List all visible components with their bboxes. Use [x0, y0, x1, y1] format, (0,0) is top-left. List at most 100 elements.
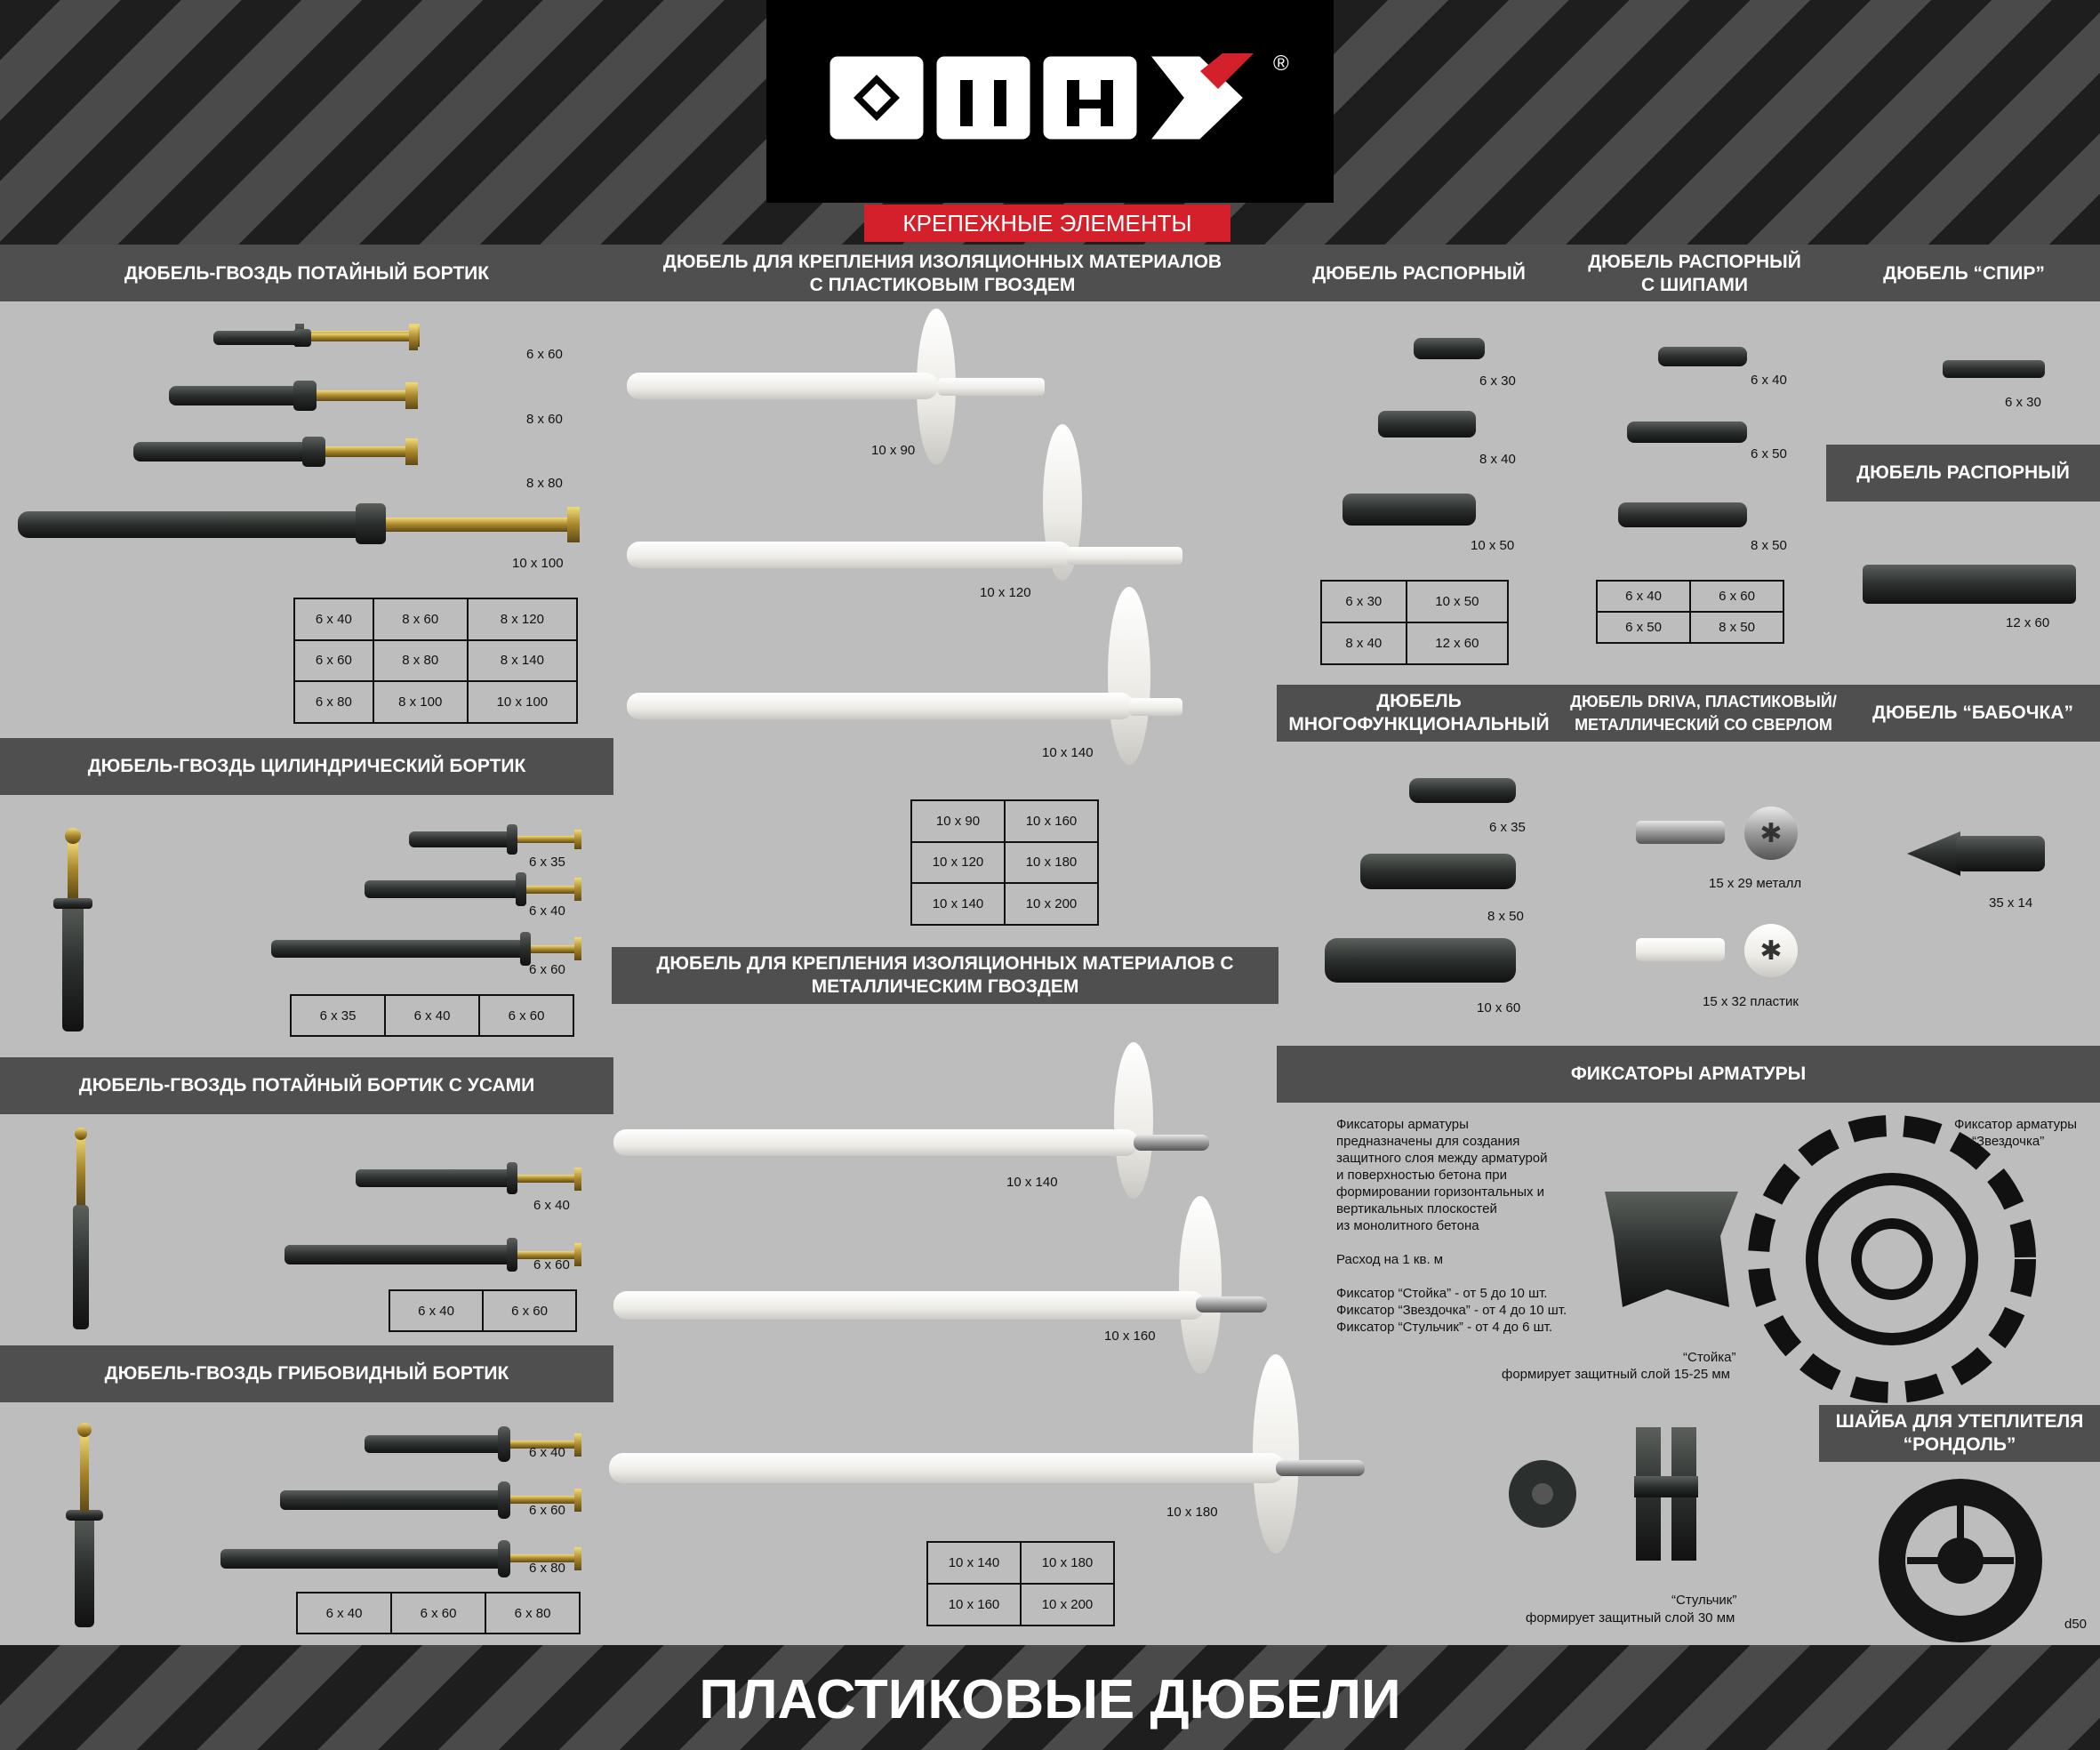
title-line-1: ДЮБЕЛЬ ДЛЯ КРЕПЛЕНИЯ ИЗОЛЯЦИОННЫХ МАТЕРИ… — [662, 252, 1222, 272]
table-cell: 6 x 40 — [296, 1592, 392, 1634]
svg-text:✱: ✱ — [1759, 936, 1782, 966]
table-cell: 6 x 60 — [482, 1289, 577, 1332]
registered-mark: ® — [1273, 52, 1289, 76]
section-title-whiskers: ДЮБЕЛЬ-ГВОЗДЬ ПОТАЙНЫЙ БОРТИК С УСАМИ — [0, 1057, 613, 1114]
label-insul-metal-2: 10 x 180 — [1166, 1505, 1218, 1520]
section-title-mushroom: ДЮБЕЛЬ-ГВОЗДЬ ГРИБОВИДНЫЙ БОРТИК — [0, 1345, 613, 1402]
label-insul-metal-0: 10 x 140 — [1006, 1175, 1058, 1190]
title-line-2: МЕТАЛЛИЧЕСКИЙ СО СВЕРЛОМ — [1575, 716, 1832, 734]
table-cell: 10 x 140 — [926, 1541, 1022, 1585]
table-cell: 10 x 160 — [1004, 799, 1099, 843]
table-cell: 6 x 40 — [389, 1289, 484, 1332]
table-cell: 6 x 30 — [1320, 580, 1407, 623]
table-cell: 10 x 180 — [1020, 1541, 1115, 1585]
table-cell: 10 x 120 — [910, 840, 1006, 885]
butterfly-dowel-image — [1907, 831, 2045, 876]
multi-dowel-images — [1325, 778, 1516, 983]
footer-title: ПЛАСТИКОВЫЕ ДЮБЕЛИ — [699, 1669, 1401, 1730]
label-insul-plastic-2: 10 x 140 — [1042, 745, 1094, 760]
dowel-whiskers-images — [73, 1128, 581, 1329]
label-spikes-1: 6 x 50 — [1751, 446, 1787, 462]
table-cell: 6 x 40 — [293, 598, 374, 641]
table-cell: 10 x 140 — [910, 882, 1006, 926]
rebar-chair-image — [1509, 1427, 1698, 1561]
table-cell: 8 x 60 — [372, 598, 469, 641]
label-driva-0: 15 x 29 металл — [1709, 876, 1802, 891]
section-title-butterfly: ДЮБЕЛЬ “БАБОЧКА” — [1846, 685, 2100, 742]
table-cell: 8 x 140 — [466, 638, 579, 683]
table-cell: 6 x 40 — [1596, 580, 1691, 613]
label-expansion-0: 6 x 30 — [1479, 373, 1516, 389]
label-spikes-2: 8 x 50 — [1751, 538, 1787, 553]
title-line-2: “РОНДОЛЬ” — [1903, 1434, 2016, 1455]
title-line-1: ДЮБЕЛЬ ДЛЯ КРЕПЛЕНИЯ ИЗОЛЯЦИОННЫХ МАТЕРИ… — [656, 953, 1234, 974]
text-line: и поверхностью бетона при — [1336, 1168, 1508, 1183]
table-cell: 10 x 100 — [466, 680, 579, 724]
table-cell: 10 x 160 — [926, 1583, 1022, 1626]
table-cell: 6 x 60 — [478, 994, 574, 1037]
label-cylindrical-2: 6 x 60 — [529, 962, 565, 977]
label-butterfly: 35 x 14 — [1989, 895, 2033, 911]
rebar-star-name-1: Фиксатор арматуры — [1954, 1117, 2078, 1132]
text-line: Фиксатор “Стульчик” - от 4 до 6 шт. — [1336, 1320, 1553, 1335]
spir-dowel-image — [1943, 360, 2045, 378]
table-cell: 10 x 180 — [1004, 840, 1099, 885]
footer-stripes — [0, 1645, 2100, 1750]
rebar-star-image — [1748, 1115, 2036, 1403]
rebar-stand-desc: формирует защитный слой 15-25 мм — [1502, 1367, 1730, 1382]
label-insul-plastic-1: 10 x 120 — [980, 585, 1031, 600]
expansion-dowel-large-image — [1863, 565, 2076, 604]
spiked-dowel-images — [1618, 347, 1747, 527]
label-whiskers-1: 6 x 60 — [533, 1257, 570, 1272]
table-cell: 10 x 200 — [1020, 1583, 1115, 1626]
dowel-countersunk-images — [18, 324, 580, 544]
table-cell: 6 x 50 — [1596, 611, 1691, 644]
rebar-chair-name: “Стульчик” — [1671, 1593, 1737, 1608]
text-line: из монолитного бетона — [1336, 1218, 1479, 1233]
section-title-spir: ДЮБЕЛЬ “СПИР” — [1883, 263, 2045, 284]
label-driva-1: 15 x 32 пластик — [1703, 994, 1799, 1009]
title-line-2: МНОГОФУНКЦИОНАЛЬНЫЙ — [1288, 714, 1550, 735]
rebar-description: Фиксаторы арматуры предназначены для соз… — [1336, 1116, 1594, 1336]
label-multi-0: 6 x 35 — [1489, 820, 1526, 835]
text-line: формировании горизонтальных и — [1336, 1184, 1545, 1200]
title-line-1: ШАЙБА ДЛЯ УТЕПЛИТЕЛЯ — [1835, 1411, 2084, 1432]
label-expansion-2: 10 x 50 — [1471, 538, 1515, 553]
table-cell: 12 x 60 — [1405, 622, 1510, 665]
table-cell: 6 x 35 — [290, 994, 386, 1037]
expansion-dowel-images — [1343, 338, 1485, 526]
text-line: защитного слоя между арматурой — [1336, 1151, 1548, 1166]
title-line-2: С ПЛАСТИКОВЫМ ГВОЗДЕМ — [809, 275, 1076, 295]
label-mushroom-2: 6 x 80 — [529, 1561, 565, 1576]
label-countersunk-3: 10 x 100 — [512, 556, 564, 571]
table-cell: 6 x 60 — [293, 638, 374, 683]
section-title-multi: ДЮБЕЛЬ МНОГОФУНКЦИОНАЛЬНЫЙ — [1277, 685, 1561, 742]
label-mushroom-1: 6 x 60 — [529, 1503, 565, 1518]
section-title-expansion-2: ДЮБЕЛЬ РАСПОРНЫЙ — [1826, 445, 2100, 502]
table-cell: 10 x 50 — [1405, 580, 1510, 623]
svg-text:✱: ✱ — [1759, 819, 1782, 848]
label-cylindrical-1: 6 x 40 — [529, 903, 565, 919]
insulation-dowel-metal-images — [609, 1042, 1365, 1553]
table-cell: 8 x 120 — [466, 598, 579, 641]
section-title-insul-plastic: ДЮБЕЛЬ ДЛЯ КРЕПЛЕНИЯ ИЗОЛЯЦИОННЫХ МАТЕРИ… — [613, 251, 1271, 297]
label-whiskers-0: 6 x 40 — [533, 1198, 570, 1213]
section-title-countersunk: ДЮБЕЛЬ-ГВОЗДЬ ПОТАЙНЫЙ БОРТИК — [124, 263, 490, 284]
dowel-mushroom-images — [66, 1423, 581, 1627]
table-cell: 10 x 90 — [910, 799, 1006, 843]
label-mushroom-0: 6 x 40 — [529, 1445, 565, 1460]
table-cell: 6 x 80 — [293, 680, 374, 724]
section-title-rebar: ФИКСАТОРЫ АРМАТУРЫ — [1277, 1046, 2100, 1103]
label-cylindrical-0: 6 x 35 — [529, 855, 565, 870]
text-line: Фиксаторы арматуры — [1336, 1117, 1469, 1132]
label-washer: d50 — [2064, 1617, 2088, 1632]
label-insul-metal-1: 10 x 160 — [1104, 1329, 1156, 1344]
table-cell: 6 x 60 — [1689, 580, 1784, 613]
table-cell: 8 x 100 — [372, 680, 469, 724]
insulation-dowel-plastic-images — [627, 309, 1182, 765]
text-line: вертикальных плоскостей — [1336, 1201, 1497, 1216]
